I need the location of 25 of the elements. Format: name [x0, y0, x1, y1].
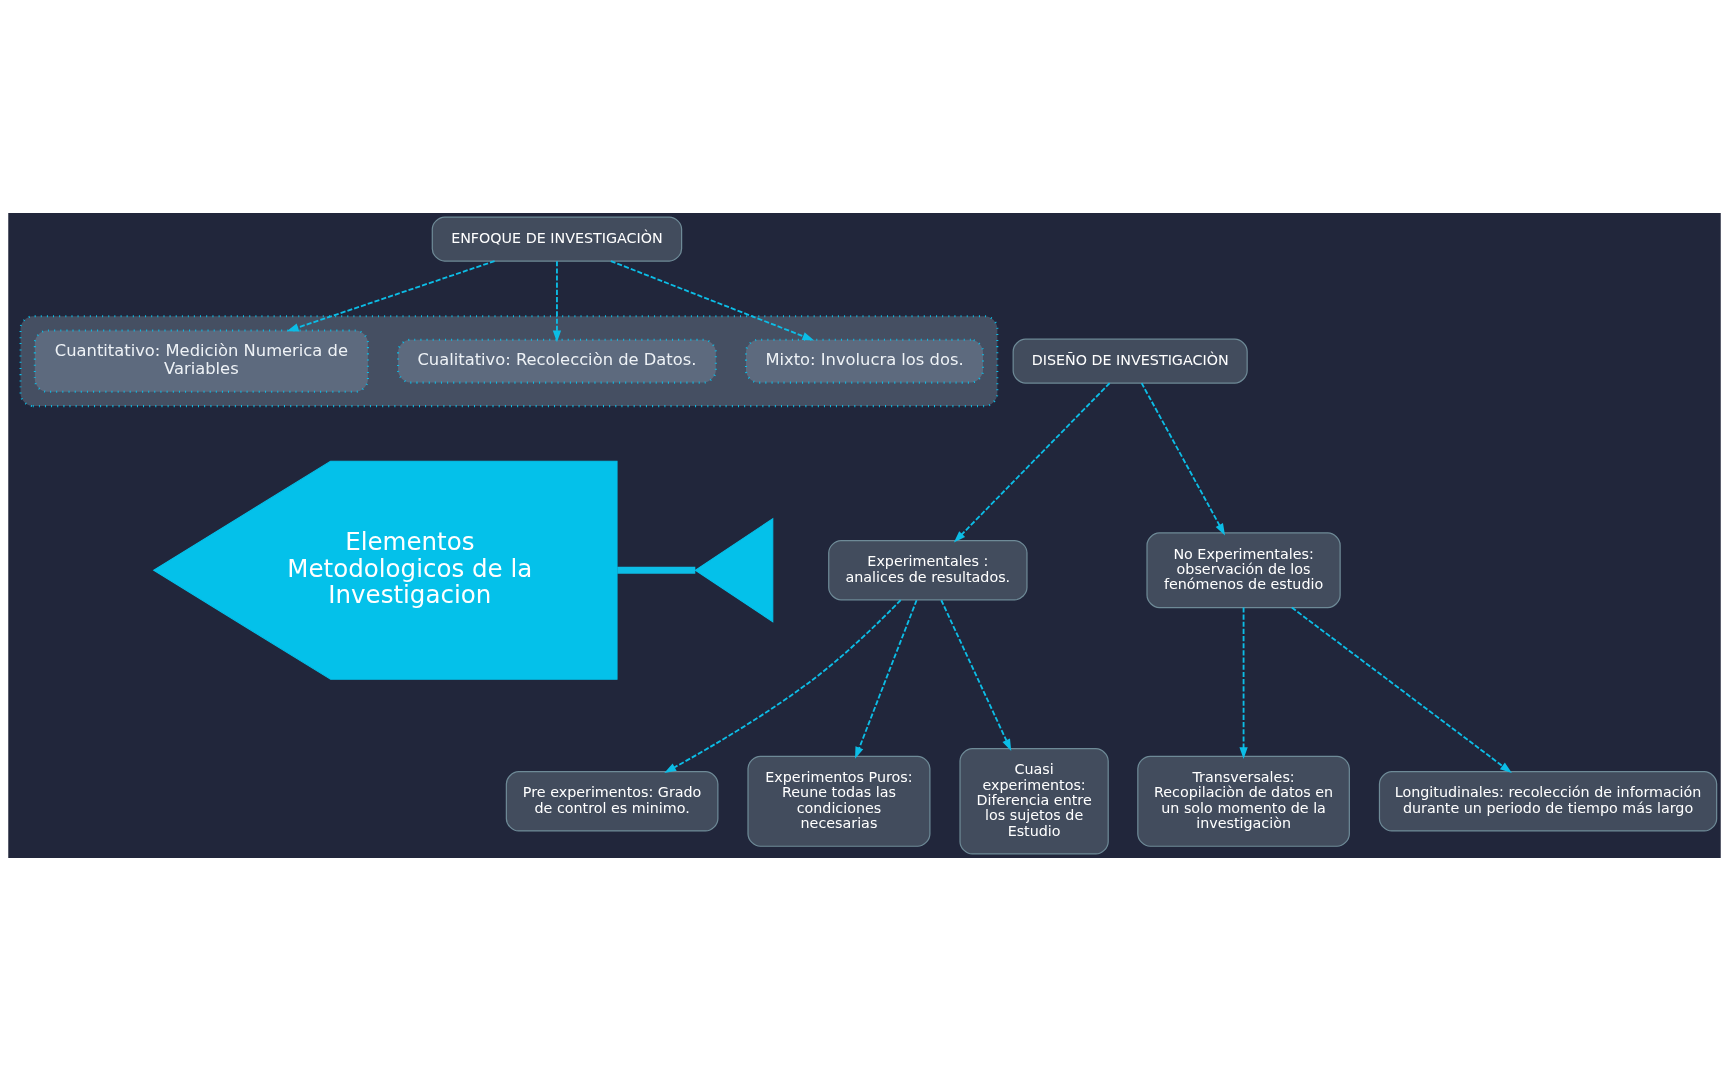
node-box: Cualitativo: Recolecciòn de Datos.	[397, 338, 717, 384]
node-triangle	[694, 517, 774, 623]
arrow	[1140, 381, 1226, 535]
node-box: Longitudinales: recolección de información durante un periodo de tiempo más largo	[1378, 770, 1718, 832]
arrow	[940, 598, 1012, 751]
arrow	[664, 598, 902, 773]
arrow	[609, 259, 815, 340]
node-box: Cuantitativo: Mediciòn Numerica de Variables	[33, 329, 369, 393]
arrow	[286, 259, 496, 331]
node-box: DISEÑO DE INVESTIGACIÒN	[1012, 338, 1248, 384]
node-box: Pre experimentos: Grado de control es minimo.	[505, 770, 719, 832]
cluster	[19, 314, 999, 407]
arrow	[1290, 606, 1512, 773]
arrow	[1239, 606, 1248, 759]
node-box: ENFOQUE DE INVESTIGACIÒN	[431, 215, 683, 262]
arrow	[855, 598, 918, 759]
node-box: Experimentales : analices de resultados.	[828, 539, 1028, 600]
node-box: Experimentos Puros: Reune todas las condiciones necesarias	[747, 755, 931, 847]
connector	[617, 566, 696, 574]
arrow	[953, 381, 1111, 543]
node-box: Mixto: Involucra los dos.	[744, 338, 985, 384]
node-box: Transversales: Recopilaciòn de datos en un solo momento de la investigaciòn	[1137, 755, 1350, 847]
node-box: No Experimentales: observación de los fenómenos de estudio	[1146, 531, 1341, 608]
arrow	[552, 259, 562, 342]
node-box: Cuasi experimentos: Diferencia entre los sujetos de Estudio	[959, 747, 1109, 855]
